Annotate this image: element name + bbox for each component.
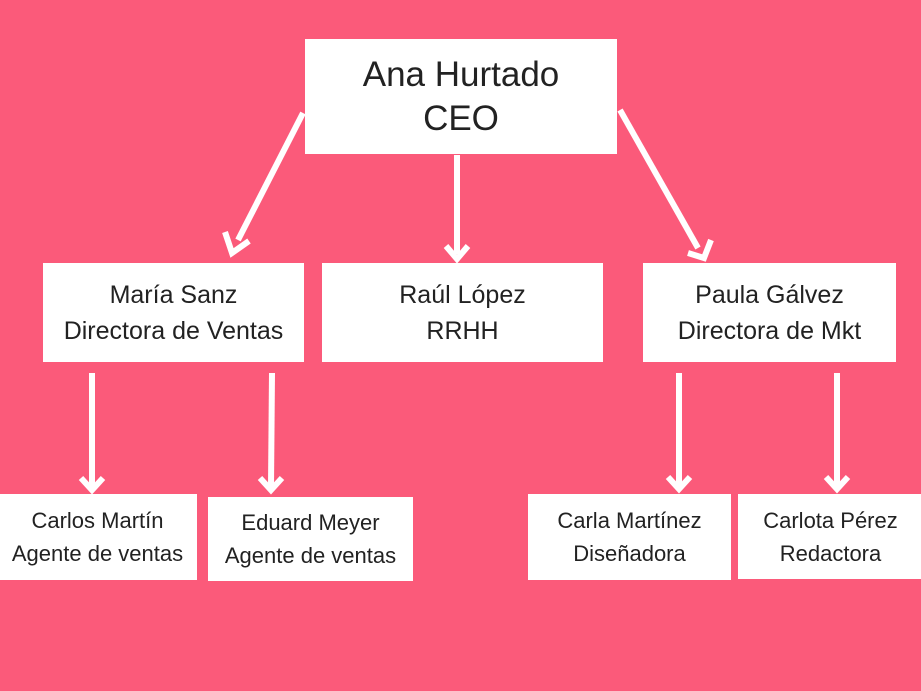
node-maria: María Sanz Directora de Ventas bbox=[43, 263, 304, 362]
node-role: Directora de Mkt bbox=[677, 316, 862, 345]
node-role: Diseñadora bbox=[573, 541, 686, 566]
node-role: CEO bbox=[423, 98, 499, 138]
node-ceo: Ana Hurtado CEO bbox=[305, 39, 617, 154]
arrowhead-raul bbox=[443, 244, 471, 264]
node-name: Carlos Martín bbox=[31, 508, 164, 533]
arrowhead-carla bbox=[665, 474, 693, 494]
arrowhead-carlos bbox=[78, 475, 106, 495]
node-raul: Raúl López RRHH bbox=[322, 263, 603, 362]
node-name: Paula Gálvez bbox=[695, 280, 844, 309]
node-name: María Sanz bbox=[109, 280, 238, 309]
node-role: Redactora bbox=[779, 540, 882, 566]
arrowhead-eduard bbox=[257, 475, 285, 495]
node-carla: Carla Martínez Diseñadora bbox=[528, 494, 731, 580]
node-role: RRHH bbox=[426, 316, 499, 345]
node-role: Agente de ventas bbox=[11, 541, 184, 566]
edge-maria-eduard bbox=[268, 372, 275, 487]
edge-ceo-maria bbox=[235, 111, 306, 242]
arrowhead-maria bbox=[222, 231, 251, 258]
node-eduard: Eduard Meyer Agente de ventas bbox=[208, 497, 413, 581]
node-paula: Paula Gálvez Directora de Mkt bbox=[643, 263, 896, 362]
node-name: Carla Martínez bbox=[557, 508, 702, 533]
node-name: Carlota Pérez bbox=[763, 507, 898, 533]
arrowhead-carlota bbox=[823, 474, 851, 494]
node-role: Directora de Ventas bbox=[63, 316, 284, 345]
edge-ceo-paula bbox=[617, 108, 701, 250]
node-name: Ana Hurtado bbox=[362, 54, 560, 94]
node-carlos: Carlos Martín Agente de ventas bbox=[0, 494, 197, 580]
node-role: Agente de ventas bbox=[224, 543, 397, 568]
node-carlota: Carlota Pérez Redactora bbox=[738, 494, 921, 579]
node-name: Raúl López bbox=[399, 280, 526, 309]
node-name: Eduard Meyer bbox=[241, 510, 380, 535]
arrowhead-paula bbox=[687, 238, 714, 262]
